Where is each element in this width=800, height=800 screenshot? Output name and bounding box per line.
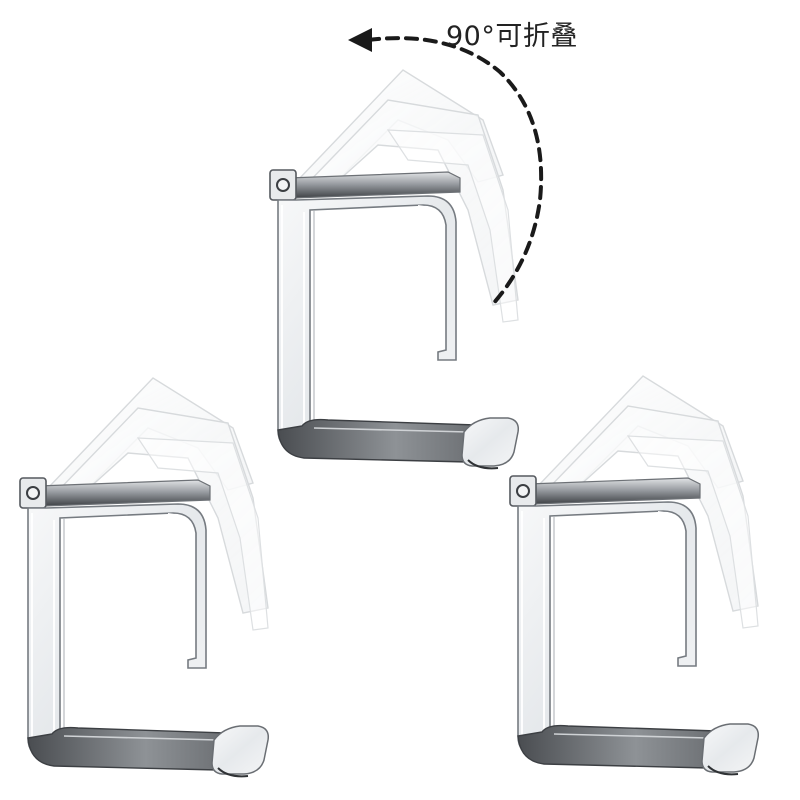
hook-bottom-right xyxy=(509,375,760,776)
fold-angle-label: 90°可折叠 xyxy=(446,21,578,52)
hook-bottom-left xyxy=(19,377,270,778)
dashed-curved-arrow-icon xyxy=(348,28,544,307)
hook-top-center xyxy=(269,69,520,470)
